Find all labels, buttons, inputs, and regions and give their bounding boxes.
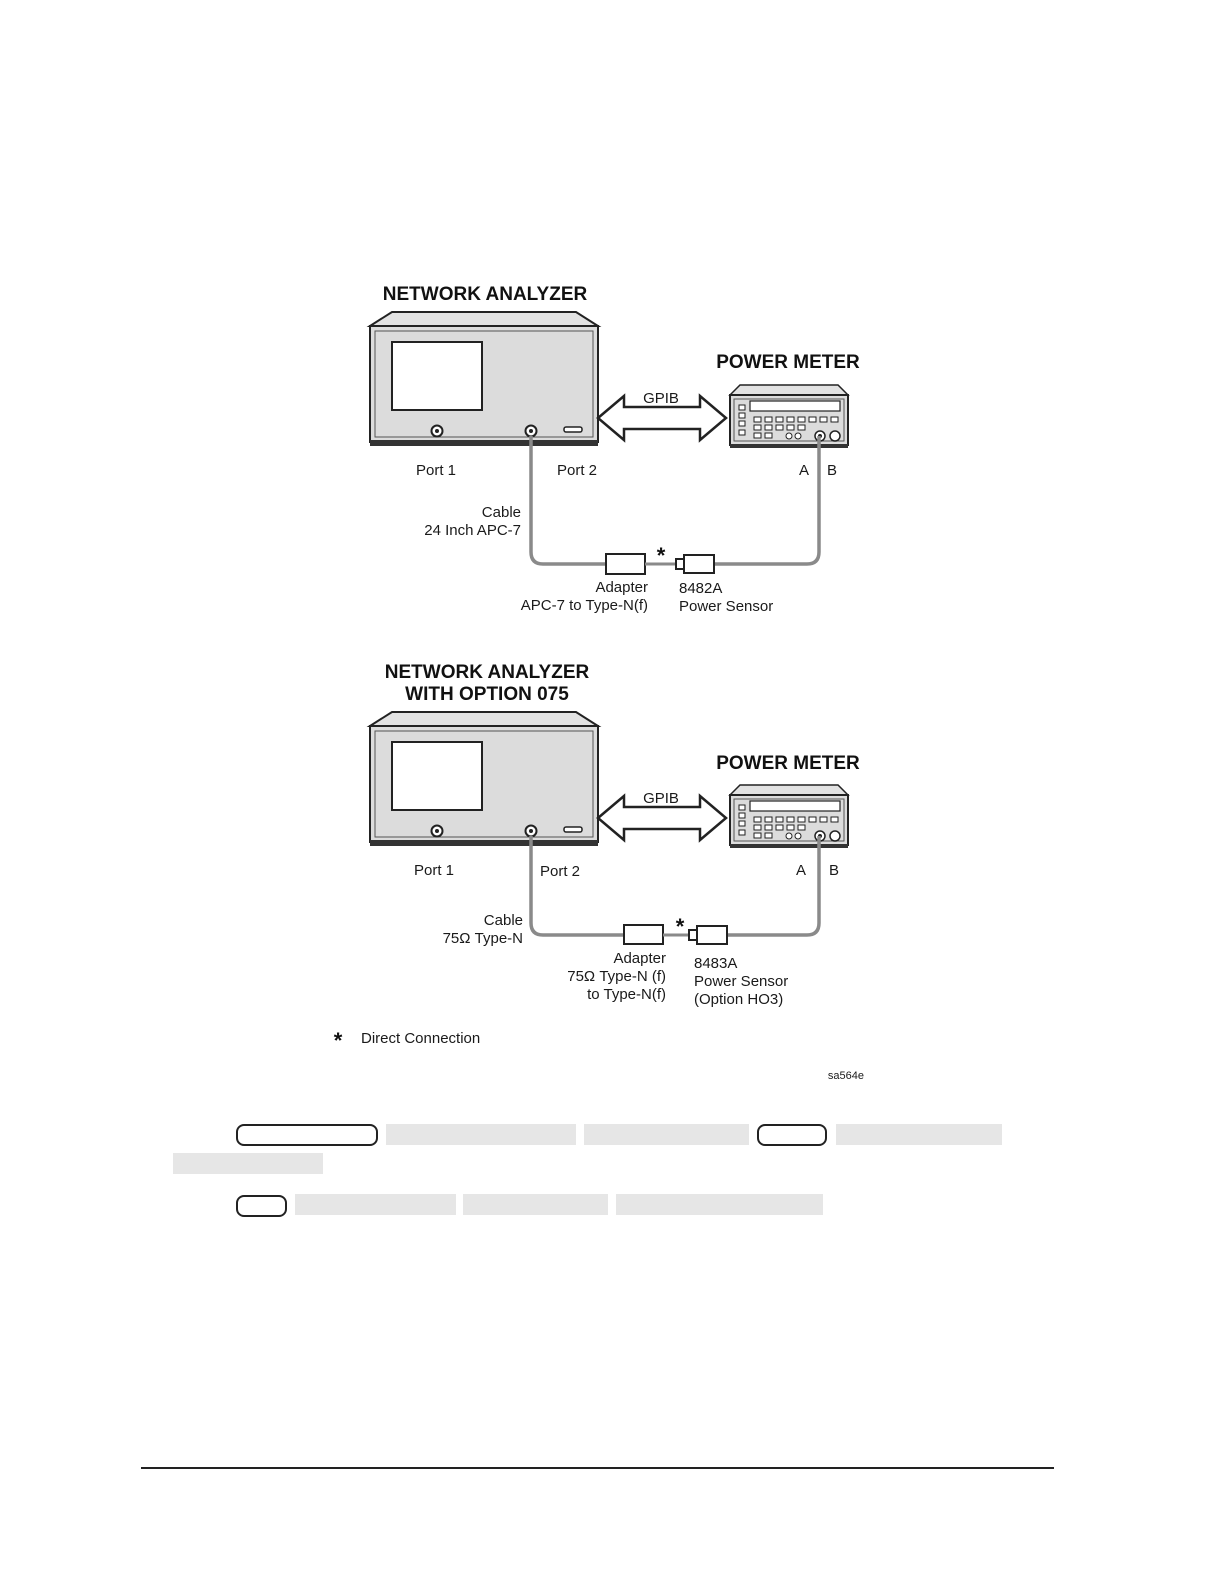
top-network-analyzer-icon [369,311,599,447]
bottom-direct-connection-mark: * [676,914,685,939]
redacted-text-block [836,1124,1002,1145]
bottom-setup: NETWORK ANALYZER WITH OPTION 075 POWER M… [369,662,860,1008]
bottom-adapter-type-label-2: to Type-N(f) [587,986,666,1003]
bottom-sensor-option-label: (Option HO3) [694,991,783,1008]
bottom-adapter-label: Adapter [613,950,666,967]
top-cable-label: Cable [482,504,521,521]
top-port1-label: Port 1 [416,462,456,479]
bottom-cable-type-label: 75Ω Type-N [443,930,523,947]
bottom-meter-channel-b: B [829,862,839,879]
bottom-sensor-model-label: 8483A [694,955,737,972]
bottom-analyzer-title: NETWORK ANALYZER [385,662,590,683]
footnote-symbol: * [334,1028,343,1053]
redacted-text-block [463,1194,608,1215]
top-sensor-model-label: 8482A [679,580,722,597]
top-gpib-label: GPIB [643,390,679,407]
top-power-meter-icon [729,384,849,449]
top-adapter-type-label: APC-7 to Type-N(f) [521,597,648,614]
bottom-adapter-icon [623,924,664,945]
bottom-port1-label: Port 1 [414,862,454,879]
front-panel-key-2 [757,1124,827,1146]
top-adapter-icon [605,553,646,575]
bottom-cable-line [529,836,624,937]
redacted-text-block [295,1194,456,1215]
bottom-sensor-label: Power Sensor [694,973,788,990]
bottom-gpib-label: GPIB [643,790,679,807]
top-cable-line [529,436,606,566]
top-adapter-label: Adapter [595,579,648,596]
bottom-meter-title: POWER METER [716,753,860,774]
top-sensor-label: Power Sensor [679,598,773,615]
front-panel-key-1 [236,1124,378,1146]
page-footer-rule [141,1467,1054,1469]
top-meter-channel-a: A [799,462,809,479]
bottom-cable-label: Cable [484,912,523,929]
bottom-network-analyzer-icon [369,711,599,847]
top-direct-connection-mark: * [657,543,666,568]
footnote-text: Direct Connection [361,1030,480,1047]
top-analyzer-title: NETWORK ANALYZER [383,284,588,305]
front-panel-key-3 [236,1195,287,1217]
bottom-analyzer-option-title: WITH OPTION 075 [405,684,569,705]
top-sensor-cable-line [714,436,821,566]
top-cable-type-label: 24 Inch APC-7 [424,522,521,539]
redacted-text-block [173,1153,323,1174]
top-port2-label: Port 2 [557,462,597,479]
top-setup: NETWORK ANALYZER POWER METER GPIB Port 1… [369,284,860,615]
bottom-port2-label: Port 2 [540,863,580,880]
redacted-text-block [386,1124,576,1145]
bottom-power-meter-icon [729,784,849,849]
bottom-power-sensor-icon [688,925,728,945]
bottom-adapter-type-label: 75Ω Type-N (f) [567,968,666,985]
top-meter-channel-b: B [827,462,837,479]
top-power-sensor-icon [675,554,715,574]
top-meter-title: POWER METER [716,352,860,373]
redacted-text-block [584,1124,749,1145]
bottom-meter-channel-a: A [796,862,806,879]
redacted-text-block [616,1194,823,1215]
bottom-sensor-cable-line [726,836,821,937]
figure-id: sa564e [828,1070,864,1082]
